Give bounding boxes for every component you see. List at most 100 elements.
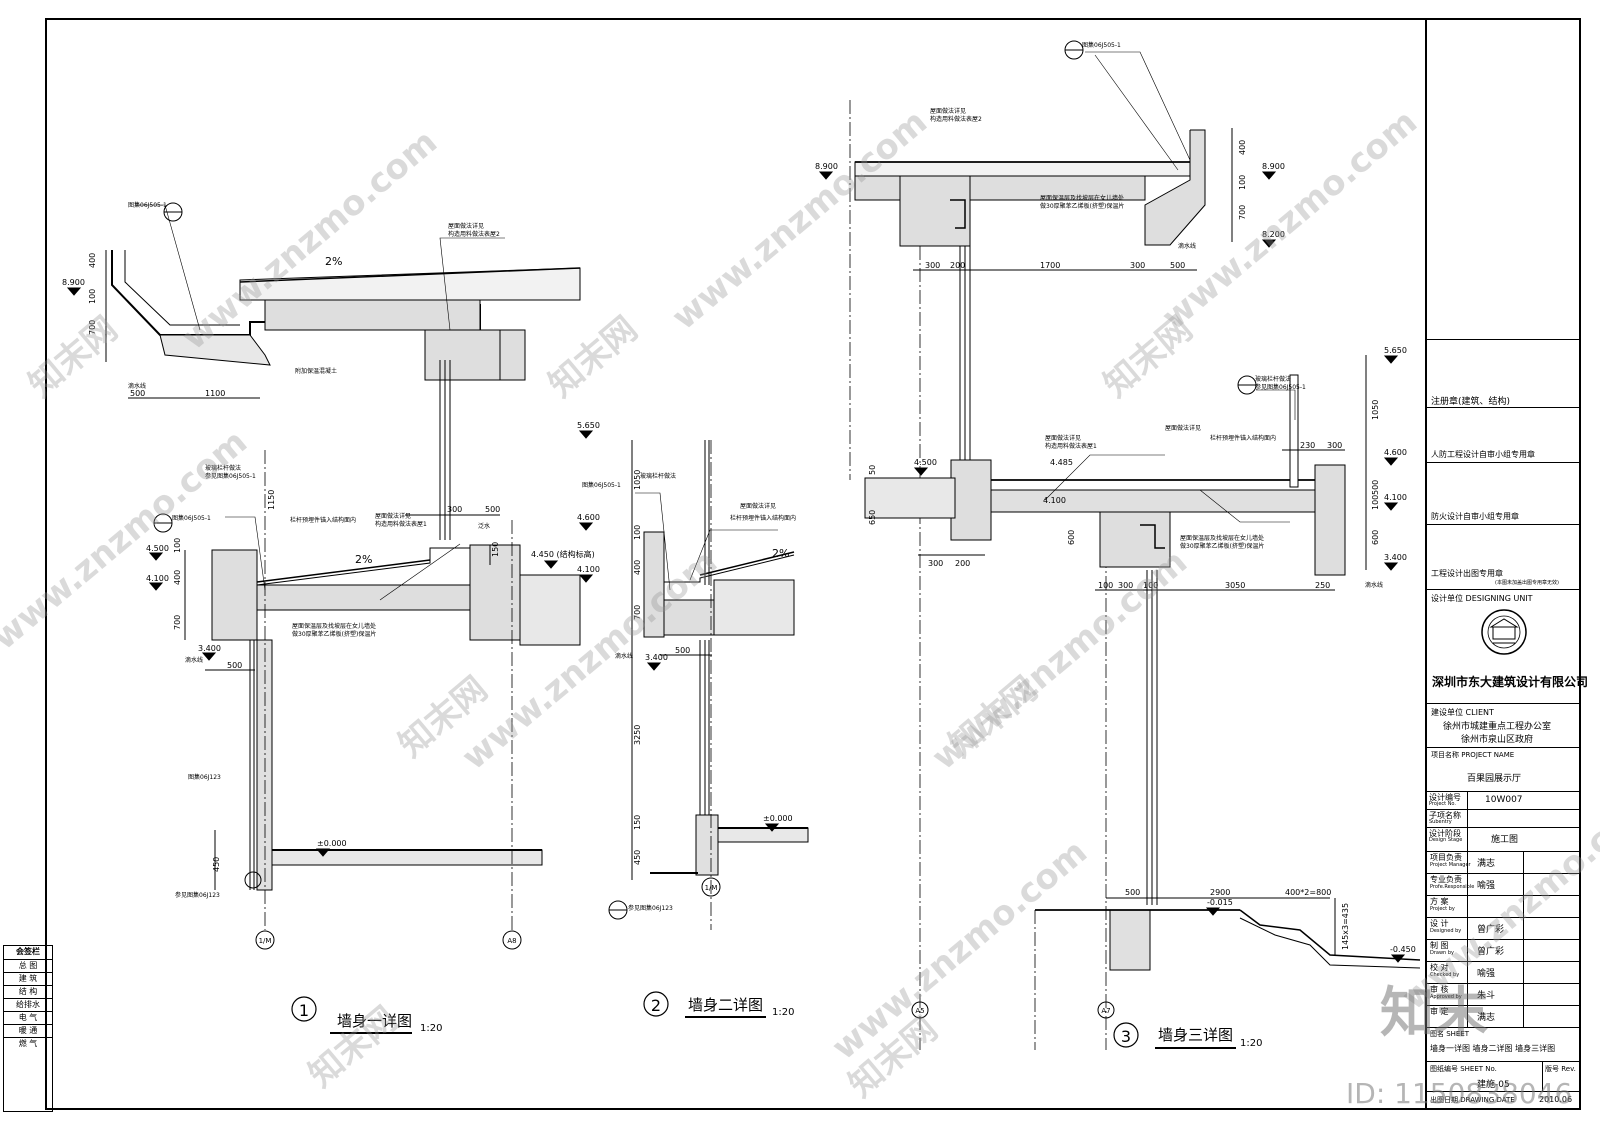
role-row: 设 计 Designed by 曾广彩 bbox=[1427, 917, 1580, 940]
role-row: 审 核 Approved by 朱斗 bbox=[1427, 983, 1580, 1006]
dim-100-e: 100 bbox=[1371, 495, 1380, 510]
level-8900-a: 8.900 bbox=[62, 278, 85, 287]
level-4600-c: 4.600 bbox=[1384, 448, 1407, 457]
level-m015: -0.015 bbox=[1207, 898, 1233, 907]
level-4500-c: 4.500 bbox=[914, 458, 937, 467]
role-row: 校 对 Checked by 喻强 bbox=[1427, 961, 1580, 984]
axis-1M-b: 1/M bbox=[705, 884, 718, 892]
note-waterline-c: 滴水线 bbox=[615, 652, 633, 660]
dim-1100: 1100 bbox=[205, 389, 225, 398]
sign-row: 结 构 bbox=[4, 985, 52, 998]
role-row: 项目负责 Project Manager 满志 bbox=[1427, 851, 1580, 874]
note-waterline-b: 滴水线 bbox=[185, 656, 203, 664]
note-glassrail-a: 玻璃栏杆做法 bbox=[205, 464, 241, 472]
title-block: 注册章(建筑、结构) 人防工程设计自审小组专用章 防火设计自审小组专用章 工程设… bbox=[1427, 19, 1588, 1109]
dim-700-b: 700 bbox=[173, 615, 182, 630]
slope-1: 2% bbox=[325, 255, 342, 268]
dim-300-e: 300 bbox=[1118, 581, 1133, 590]
sheet-no-label: 图纸编号 SHEET No. bbox=[1430, 1065, 1497, 1073]
dim-200-a: 200 bbox=[950, 261, 965, 270]
note-ref123-c: 参见图集06J123 bbox=[628, 904, 673, 912]
client-2: 徐州市泉山区政府 bbox=[1461, 735, 1534, 745]
design-no-label: 设计编号 bbox=[1429, 793, 1461, 802]
dim-500-g: 500 bbox=[1125, 888, 1140, 897]
level-5650-b: 5.650 bbox=[577, 421, 600, 430]
watermark-id: ID: 1150838046 bbox=[1346, 1077, 1573, 1110]
level-3400-c: 3.400 bbox=[1384, 553, 1407, 562]
level-4100-a: 4.100 bbox=[146, 574, 169, 583]
note-glassrail-d: 玻璃栏杆做法 bbox=[1255, 375, 1291, 383]
note-ref505-b: 图集06J505-1 bbox=[172, 514, 211, 522]
note-roofdoc-f: 屋面做法详见 bbox=[1165, 424, 1201, 432]
sign-row: 燃 气 bbox=[4, 1037, 52, 1050]
out-seal-note: (本图未加盖出图专用章无效) bbox=[1495, 580, 1559, 586]
slope-texts: 2% 2% 2% bbox=[325, 255, 789, 566]
note-railnote-e: 栏杆预埋件锚入结构面内 bbox=[1210, 434, 1276, 442]
level-4100-b: 4.100 bbox=[577, 565, 600, 574]
note-foam-a: 附加保温混凝土 bbox=[295, 367, 337, 375]
stage: 施工图 bbox=[1491, 835, 1519, 845]
detail-3-section bbox=[854, 40, 1421, 1050]
dim-400-d: 400 bbox=[1238, 140, 1247, 155]
note-insul-a: 屋面保温层及找坡层在女儿墙处 bbox=[292, 622, 376, 630]
dim-1050-b: 1050 bbox=[633, 470, 642, 490]
note-ref505-a: 图集06J505-1 bbox=[128, 201, 167, 209]
fire-seal-label: 防火设计自审小组专用章 bbox=[1431, 512, 1519, 521]
client-1: 徐州市城建重点工程办公室 bbox=[1443, 722, 1552, 732]
level-8900-d: 8.900 bbox=[1262, 162, 1285, 171]
dim-3250: 3250 bbox=[633, 725, 642, 745]
rev-label: 版号 Rev. bbox=[1545, 1065, 1576, 1073]
note-waterline-e: 滴水线 bbox=[1365, 581, 1383, 589]
sheet-no: 建施-05 bbox=[1477, 1080, 1510, 1090]
detail-2-title: 墙身二详图 bbox=[688, 996, 763, 1014]
dim-500-c: 500 bbox=[227, 661, 242, 670]
detail-1-section bbox=[105, 202, 581, 1022]
role-row: 专业负责 Profe.Responsible 喻强 bbox=[1427, 873, 1580, 896]
detail-3-num: 3 bbox=[1121, 1027, 1131, 1046]
dim-100-c: 100 bbox=[633, 525, 642, 540]
dim-100-b: 100 bbox=[173, 538, 182, 553]
level-0000-a: ±0.000 bbox=[317, 839, 347, 848]
company-logo bbox=[1481, 609, 1527, 655]
dim-450-a: 450 bbox=[212, 857, 221, 872]
note-ref505-d: 图集06J505-1 bbox=[1082, 41, 1121, 49]
note-waterline-d: 滴水线 bbox=[1178, 242, 1196, 250]
stage-label: 设计阶段 bbox=[1429, 829, 1461, 838]
note-insul2-d: 做30厚聚苯乙烯板(挤塑)保温片 bbox=[1040, 202, 1124, 210]
dim-500-f: 500 bbox=[1371, 480, 1380, 495]
dim-300-a: 300 bbox=[447, 505, 462, 514]
role-row: 制 图 Drawn by 曾广彩 bbox=[1427, 939, 1580, 962]
note-roofdoc1-e: 构造用料做法表屋1 bbox=[1045, 442, 1097, 450]
slope-3: 2% bbox=[772, 547, 789, 560]
note-ref123-b: 参见图集06J123 bbox=[175, 891, 220, 899]
level-4100-d: 4.100 bbox=[1043, 496, 1066, 505]
role-row: 方 案 Project by bbox=[1427, 895, 1580, 918]
slope-2: 2% bbox=[355, 553, 372, 566]
dim-50-a: 50 bbox=[868, 465, 877, 475]
detail-3-scale: 1:20 bbox=[1240, 1038, 1262, 1049]
company-name: 深圳市东大建筑设计有限公司 bbox=[1432, 675, 1589, 689]
level-4600-b: 4.600 bbox=[577, 513, 600, 522]
level-4485: 4.485 bbox=[1050, 458, 1073, 467]
level-4450: 4.450 (结构标高) bbox=[531, 549, 595, 559]
dim-300-c: 300 bbox=[1130, 261, 1145, 270]
note-texts: 图集06J505-1 屋面做法详见 构造用料做法表屋2 附加保温混凝土 滴水线 … bbox=[128, 41, 1383, 912]
dim-230: 230 bbox=[1300, 441, 1315, 450]
sign-row: 暖 通 bbox=[4, 1024, 52, 1037]
dim-1150: 1150 bbox=[267, 490, 276, 510]
note-roofdoc2-d: 构造用料做法表屋2 bbox=[930, 115, 982, 123]
dim-300-f: 300 bbox=[928, 559, 943, 568]
note-waterline-a: 滴水线 bbox=[128, 382, 146, 390]
project-label: 项目名称 PROJECT NAME bbox=[1431, 751, 1515, 759]
note-ref505b-d: 参见图集06J505-1 bbox=[1255, 383, 1306, 391]
dim-500-e: 500 bbox=[1170, 261, 1185, 270]
out-seal-label: 工程设计出图专用章 bbox=[1431, 569, 1503, 578]
level-3400-a: 3.400 bbox=[198, 644, 221, 653]
detail-1-scale: 1:20 bbox=[420, 1023, 442, 1034]
sign-row: 建 筑 bbox=[4, 972, 52, 985]
dim-500-b: 500 bbox=[485, 505, 500, 514]
dim-435: 145x3=435 bbox=[1341, 903, 1350, 950]
dim-100-d: 100 bbox=[1238, 175, 1247, 190]
client-label: 建设单位 CLIENT bbox=[1431, 708, 1494, 717]
date: 2010.06 bbox=[1539, 1095, 1573, 1104]
